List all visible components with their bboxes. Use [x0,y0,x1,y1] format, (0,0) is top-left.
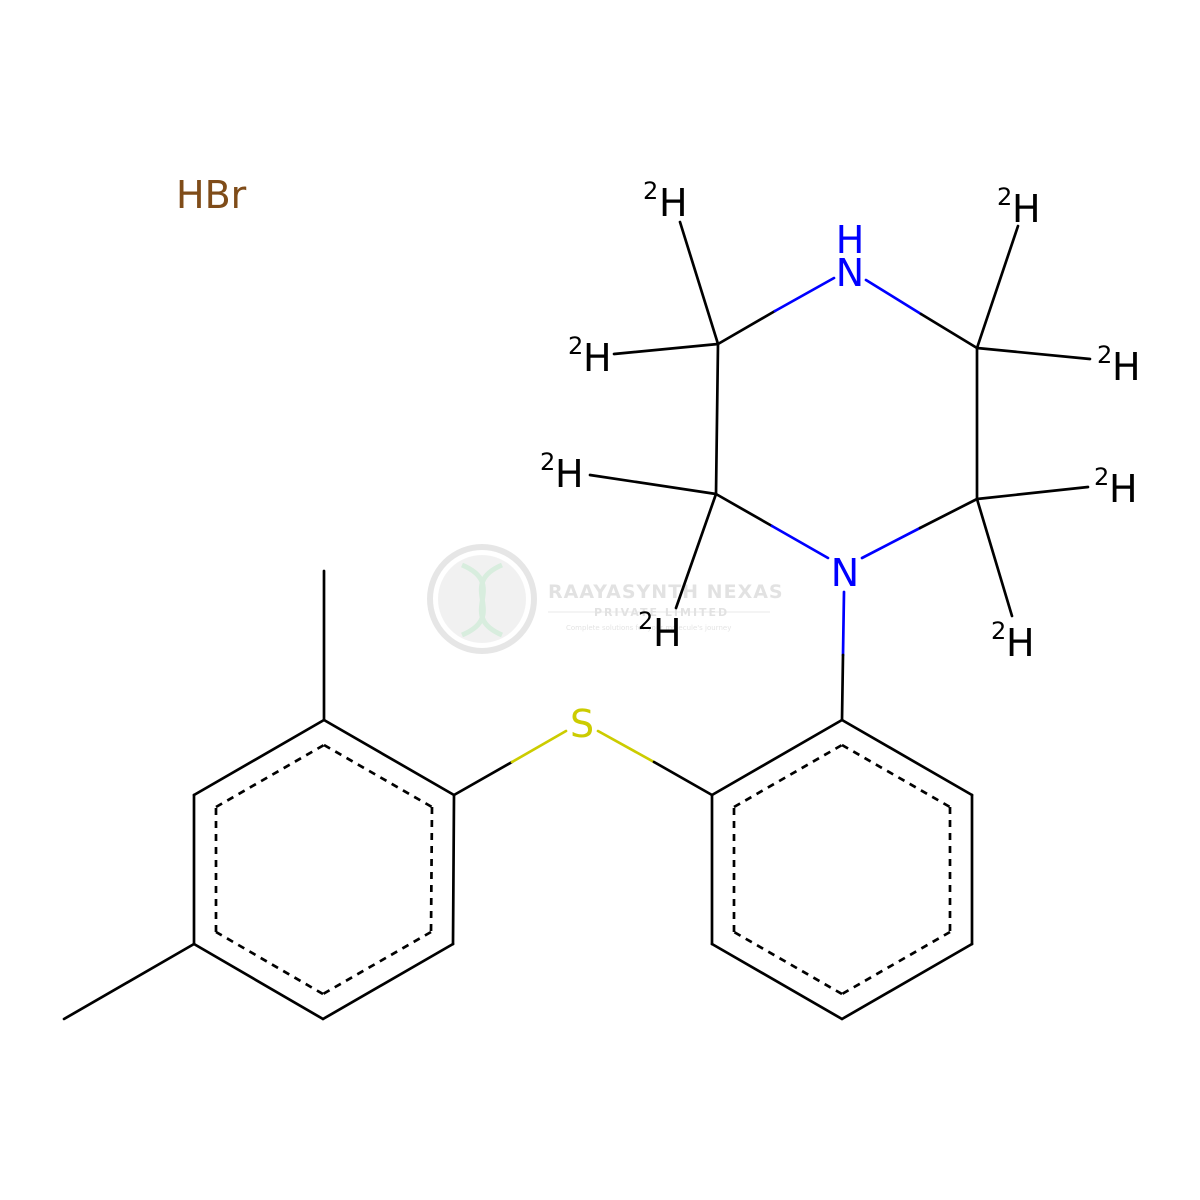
deuterium-bond [975,224,1020,350]
bond [452,760,514,797]
bond [864,278,923,316]
deuterium-labels: 2 H 2 H 2 H 2 H 2 H 2 H 2 H 2 H [540,177,1141,665]
carbon-bonds [62,220,1092,1021]
deuterium-symbol: H [1006,621,1035,665]
deuterium-bond [678,220,720,346]
deuterium-symbol: H [659,181,688,225]
aromatic-bond [323,743,433,809]
watermark-title: RAAYASYNTH NEXAS [548,581,784,603]
isotope-mass: 2 [991,617,1006,645]
sulfur-label: S [570,702,594,746]
watermark-logo-disc [438,555,526,643]
deuterium-label: 2 H [540,448,584,496]
bond [596,729,656,764]
bond [321,942,455,1021]
deuterium-label: 2 H [1097,341,1141,389]
bond [322,718,456,797]
aromatic-inner-bonds [214,743,952,996]
watermark-subtitle: PRIVATE LIMITED [594,606,729,619]
bond [716,309,777,346]
deuterium-symbol: H [583,336,612,380]
deuterium-symbol: H [1012,187,1041,231]
bond [840,942,974,1021]
deuterium-label: 2 H [638,607,682,655]
atom-labels: HBr H N N S [176,173,864,746]
methyl-bond [62,942,196,1021]
bond [652,760,714,797]
bond [192,942,325,1021]
isotope-mass: 2 [643,177,658,205]
deuterium-bond [975,346,1092,361]
bond [860,526,922,560]
bond [840,718,974,797]
deuterium-label: 2 H [643,177,688,225]
isotope-mass: 2 [638,607,653,635]
deuterium-label: 2 H [568,332,612,380]
isotope-mass: 2 [540,448,555,476]
bond [840,653,845,722]
bond [192,718,326,797]
deuterium-symbol: H [555,452,584,496]
deuterium-bond [612,342,720,356]
bond [841,590,846,657]
aromatic-bond [733,743,843,809]
watermark-logo-ring [427,544,537,654]
nh-hydrogen-label: H [836,218,865,262]
bond [919,312,979,350]
deuterium-label: 2 H [991,617,1035,665]
deuterium-label: 2 H [997,183,1041,231]
deuterium-symbol: H [653,611,682,655]
isotope-mass: 2 [1094,463,1109,491]
aromatic-bond [215,930,324,996]
bond [510,729,568,764]
aromatic-bond [841,930,951,996]
bond [451,793,456,946]
aromatic-bond [429,806,434,933]
aryl-nitrogen-label: N [831,551,859,595]
aromatic-bond [733,930,843,996]
deuterium-symbol: H [1112,345,1141,389]
deuterium-bond [674,492,718,610]
watermark-tagline: Complete solutions for your molecule's j… [566,624,731,632]
deuterium-symbol: H [1109,467,1138,511]
deuterium-label: 2 H [1094,463,1138,511]
bond [770,524,830,560]
bond [710,718,844,797]
nh-nitrogen-label: N [836,251,864,295]
isotope-mass: 2 [1097,341,1112,369]
deuterium-bond [588,473,718,496]
dna-helix-icon [461,562,504,638]
bond [773,276,836,313]
isotope-mass: 2 [568,332,583,360]
isotope-mass: 2 [997,183,1012,211]
aromatic-bond [215,743,325,809]
bond [918,497,979,530]
hbr-salt-label: HBr [176,173,247,217]
aromatic-bond [841,743,951,809]
aromatic-bond [322,930,432,996]
deuterium-bond [975,485,1090,501]
bond [714,342,720,496]
bond [710,942,844,1021]
bond [714,492,774,528]
deuterium-bond [975,497,1014,618]
company-watermark: RAAYASYNTH NEXAS PRIVATE LIMITED Complet… [427,544,784,654]
heteroatom-bonds [452,276,979,797]
